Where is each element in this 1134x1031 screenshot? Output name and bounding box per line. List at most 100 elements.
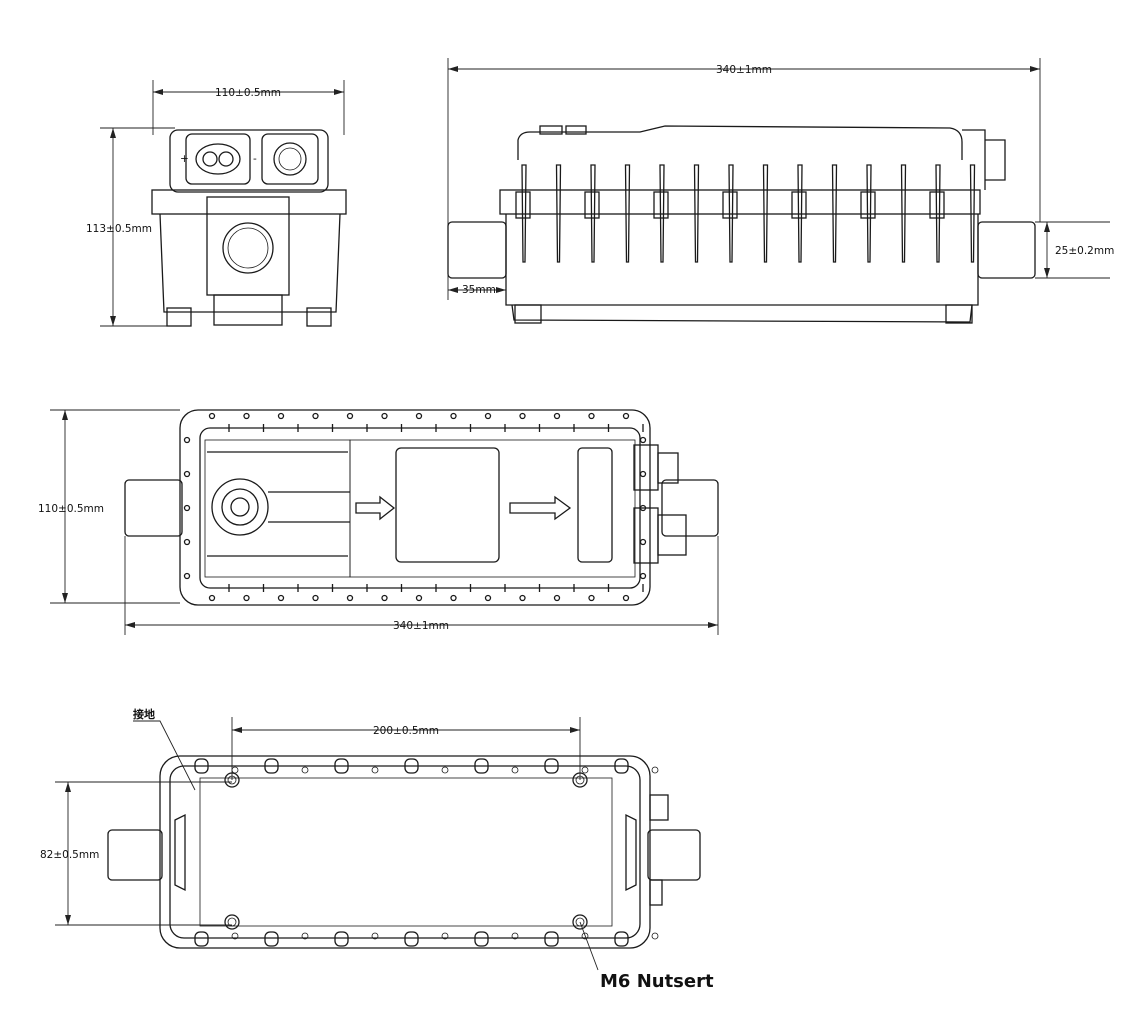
bolt-hole xyxy=(588,594,595,602)
boss xyxy=(651,766,659,774)
bolt-hole xyxy=(346,412,354,420)
bolt-hole xyxy=(639,538,647,546)
boss xyxy=(511,766,519,774)
cooling-fin xyxy=(969,164,976,263)
power-connector xyxy=(185,133,251,185)
hole-spacing-dimension: 200±0.5mm xyxy=(373,725,439,737)
boss xyxy=(441,932,449,940)
bolt-hole xyxy=(622,412,630,420)
outlet-pipe xyxy=(977,221,1036,279)
pipe-length-dimension: 35mm xyxy=(462,284,496,296)
mount-rib xyxy=(404,758,419,774)
mount-rib xyxy=(544,758,559,774)
top-width-dimension: 110±0.5mm xyxy=(38,503,104,515)
boss xyxy=(231,932,239,940)
bottom-view: 200±0.5mm 82±0.5mm 接地 M6 Nutsert xyxy=(40,707,714,992)
cooling-fin xyxy=(624,164,631,263)
bolt-hole xyxy=(381,594,388,602)
fin-clip xyxy=(929,191,945,219)
bolt-hole xyxy=(243,594,250,602)
fin-clip xyxy=(515,191,531,219)
fin-clip xyxy=(584,191,600,219)
bolt-hole xyxy=(415,594,423,602)
cooling-fin xyxy=(693,164,700,263)
bolt-hole xyxy=(519,594,526,602)
ground-label: 接地 xyxy=(133,707,155,721)
mount-rib xyxy=(474,931,489,947)
bolt-hole xyxy=(450,594,457,602)
inlet-pipe xyxy=(447,221,507,279)
nutsert-label: M6 Nutsert xyxy=(600,971,714,992)
bolt-hole xyxy=(208,594,216,602)
mount-rib xyxy=(614,758,629,774)
mount-rib xyxy=(264,758,279,774)
bolt-hole xyxy=(553,412,561,420)
bolt-hole xyxy=(484,412,492,420)
bolt-hole xyxy=(639,504,647,512)
fin-clip xyxy=(791,191,807,219)
cooling-fin xyxy=(797,164,803,263)
bolt-hole xyxy=(639,470,647,478)
bolt-hole xyxy=(553,594,561,602)
bolt-hole xyxy=(183,504,191,512)
bolt-hole xyxy=(450,412,457,420)
bolt-hole xyxy=(519,412,526,420)
bolt-hole xyxy=(484,594,492,602)
bolt-hole xyxy=(183,572,191,580)
side-length-dimension: 340±1mm xyxy=(716,64,772,76)
cooling-fin xyxy=(900,164,907,263)
boss xyxy=(651,932,659,940)
bolt-hole xyxy=(312,412,319,420)
minus-label: - xyxy=(253,153,257,165)
boss xyxy=(511,932,519,940)
mount-rib xyxy=(334,758,349,774)
mount-rib xyxy=(544,931,559,947)
cooling-fin xyxy=(728,164,734,263)
cooling-fin xyxy=(659,164,665,263)
bolt-hole xyxy=(346,594,354,602)
top-view: 110±0.5mm 340±1mm xyxy=(38,409,719,635)
mount-rib xyxy=(404,931,419,947)
mount-rib xyxy=(474,758,489,774)
boss xyxy=(581,932,589,940)
cooling-fin xyxy=(521,164,527,263)
mount-rib xyxy=(614,931,629,947)
bolt-hole xyxy=(639,572,647,580)
fin-clip xyxy=(860,191,876,219)
fin-clip xyxy=(722,191,738,219)
bolt-hole xyxy=(381,412,388,420)
bolt-hole xyxy=(277,412,285,420)
mount-rib xyxy=(264,931,279,947)
bolt-hole xyxy=(277,594,285,602)
bolt-hole xyxy=(312,594,319,602)
hole-height-dimension: 82±0.5mm xyxy=(40,849,99,861)
cooling-fin xyxy=(866,164,872,263)
side-view: 340±1mm 25±0.2mm 35mm xyxy=(447,58,1114,324)
mount-rib xyxy=(194,758,209,774)
bolt-hole xyxy=(183,436,191,444)
m6-nutsert-holes xyxy=(224,772,588,930)
mount-rib xyxy=(194,931,209,947)
front-height-dimension: 113±0.5mm xyxy=(86,223,152,235)
bolt-hole xyxy=(415,412,423,420)
boss xyxy=(371,932,379,940)
bolt-hole xyxy=(208,412,216,420)
mount-rib xyxy=(334,931,349,947)
bolt-hole xyxy=(622,594,630,602)
boss xyxy=(371,766,379,774)
boss xyxy=(441,766,449,774)
front-width-dimension: 110±0.5mm xyxy=(215,87,281,99)
pipe-diameter-dimension: 25±0.2mm xyxy=(1055,245,1114,257)
front-view: 110±0.5mm 113±0.5mm + - xyxy=(86,80,347,327)
bolt-hole xyxy=(183,470,191,478)
cooling-fin xyxy=(935,164,941,263)
boss xyxy=(581,766,589,774)
cooling-fin xyxy=(590,164,596,263)
bolt-hole xyxy=(639,436,647,444)
plus-label: + xyxy=(180,153,189,165)
bolt-hole xyxy=(588,412,595,420)
fin-clip xyxy=(653,191,669,219)
top-length-dimension: 340±1mm xyxy=(393,620,449,632)
signal-connector xyxy=(261,133,319,185)
